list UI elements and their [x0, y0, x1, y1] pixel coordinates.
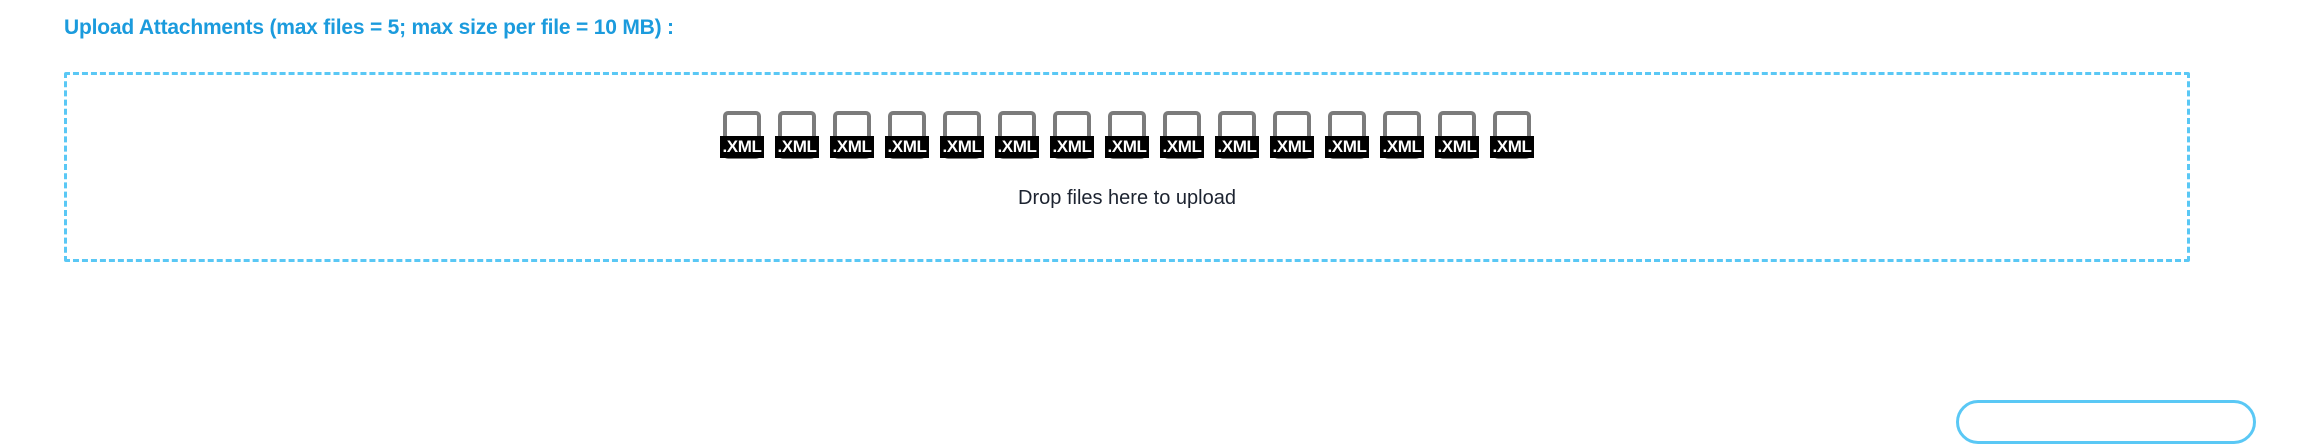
xml-file-icon[interactable]: .XML: [1435, 111, 1479, 163]
dropzone-hint-text: Drop files here to upload: [1018, 187, 1236, 209]
xml-file-icon[interactable]: .XML: [830, 111, 874, 163]
file-extension-badge: .XML: [995, 136, 1039, 158]
file-extension-badge: .XML: [1215, 136, 1259, 158]
xml-file-icon[interactable]: .XML: [1215, 111, 1259, 163]
file-dropzone[interactable]: .XML .XML .XML .XML .XML .XML: [64, 72, 2190, 262]
xml-file-icon[interactable]: .XML: [1325, 111, 1369, 163]
xml-file-icon[interactable]: .XML: [1050, 111, 1094, 163]
file-extension-badge: .XML: [1380, 136, 1424, 158]
xml-file-icon[interactable]: .XML: [940, 111, 984, 163]
file-extension-badge: .XML: [830, 136, 874, 158]
file-extension-badge: .XML: [885, 136, 929, 158]
xml-file-icon[interactable]: .XML: [775, 111, 819, 163]
file-extension-badge: .XML: [1050, 136, 1094, 158]
file-extension-badge: .XML: [775, 136, 819, 158]
upload-attachments-label: Upload Attachments (max files = 5; max s…: [64, 16, 674, 39]
xml-file-icon[interactable]: .XML: [1380, 111, 1424, 163]
file-extension-badge: .XML: [1435, 136, 1479, 158]
upload-attachments-panel: Upload Attachments (max files = 5; max s…: [64, 16, 2256, 444]
xml-file-icon[interactable]: .XML: [995, 111, 1039, 163]
bottom-right-action-button[interactable]: [1956, 400, 2256, 444]
file-extension-badge: .XML: [1270, 136, 1314, 158]
uploaded-file-thumbnail-row: .XML .XML .XML .XML .XML .XML: [67, 111, 2187, 163]
file-extension-badge: .XML: [1490, 136, 1534, 158]
file-extension-badge: .XML: [1160, 136, 1204, 158]
file-extension-badge: .XML: [720, 136, 764, 158]
xml-file-icon[interactable]: .XML: [720, 111, 764, 163]
xml-file-icon[interactable]: .XML: [1490, 111, 1534, 163]
xml-file-icon[interactable]: .XML: [1270, 111, 1314, 163]
file-extension-badge: .XML: [940, 136, 984, 158]
xml-file-icon[interactable]: .XML: [885, 111, 929, 163]
xml-file-icon[interactable]: .XML: [1160, 111, 1204, 163]
file-extension-badge: .XML: [1105, 136, 1149, 158]
file-extension-badge: .XML: [1325, 136, 1369, 158]
xml-file-icon[interactable]: .XML: [1105, 111, 1149, 163]
